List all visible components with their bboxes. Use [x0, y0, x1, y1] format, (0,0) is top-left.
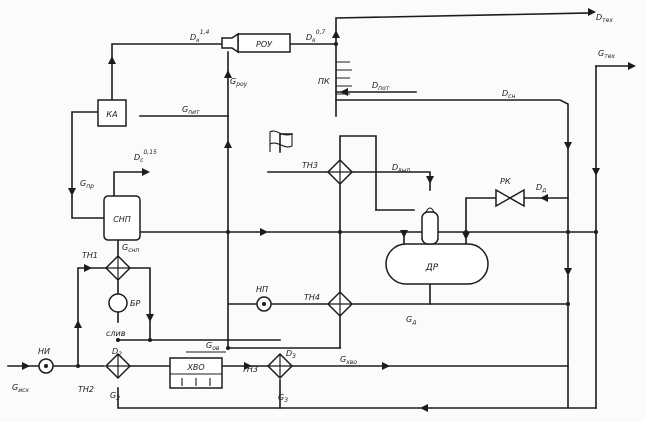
arrow-d-sn-down: [564, 142, 572, 150]
br-label: БР: [130, 299, 140, 308]
arrow-left-riser: [74, 320, 82, 328]
snp-label: СНП: [113, 215, 131, 224]
label-g-3: G3: [278, 393, 288, 404]
arrow-g-tex-down: [592, 168, 600, 176]
arrow-d-vyp: [426, 176, 434, 184]
left-riser: [77, 267, 107, 367]
label-d-sn: Dсн: [502, 89, 515, 100]
heat-exchanger-tn4: [326, 290, 354, 318]
heat-exchanger-tn3-bottom: [266, 352, 294, 380]
arrow-dr-right: [462, 232, 470, 240]
label-g-rou: Gроу: [230, 77, 248, 88]
arrow-right-down: [564, 268, 572, 276]
label-g-snp: Gснп: [122, 243, 139, 254]
junction-dots: [76, 42, 598, 368]
heat-exchanger-tn3-top: [326, 158, 354, 186]
arrow-to-tn1: [84, 264, 92, 272]
d-vyp-line: [351, 171, 431, 191]
dr-label: ДР: [425, 263, 439, 273]
label-d-k-07: Dк0,7: [306, 29, 326, 44]
flag-symbol: [269, 130, 293, 152]
arrow-dr-left: [400, 230, 408, 238]
tn2-label: ТН2: [78, 385, 94, 394]
flow-arrows: [22, 8, 636, 412]
label-d-2: D2: [112, 347, 122, 358]
tn4-label: ТН4: [304, 293, 320, 302]
label-d-vyp: Dвып: [392, 163, 410, 174]
tn1-label: ТН1: [82, 251, 98, 260]
steam-line-ka-rou: [111, 43, 223, 101]
arrow-d-c: [142, 168, 150, 176]
pk-stubs: [336, 61, 352, 95]
arrow-g-rou: [224, 70, 232, 78]
label-g-d: Gд: [406, 315, 416, 326]
np-label: НП: [256, 285, 268, 294]
arrow-d-pot: [340, 88, 348, 96]
tn3-bottom-label: ТН3: [242, 365, 258, 374]
arrow-g-tex: [628, 62, 636, 70]
label-d-c-015: Dс0,15: [134, 149, 157, 164]
arrow-xvo-out: [244, 362, 252, 370]
label-g-pr: Gпр: [80, 179, 94, 190]
arrow-inlet: [22, 362, 30, 370]
arrow-pk-up: [332, 30, 340, 38]
arrow-g-pr: [68, 188, 76, 196]
label-g-ish: Gисх: [12, 383, 29, 394]
rk-label: РК: [500, 177, 511, 186]
tn3-top-loop: [339, 135, 377, 211]
deaerator-dr: ДР: [385, 207, 489, 285]
pipelines: [7, 12, 631, 409]
arrow-ka-up: [108, 56, 116, 64]
label-d-d: Dд: [536, 183, 546, 194]
label-d-tex: Dтех: [596, 13, 613, 24]
arrow-main-232: [260, 228, 268, 236]
xvo-unit: ХВО: [169, 357, 223, 389]
np-pump: НП: [256, 285, 272, 312]
rou-label: РОУ: [256, 40, 273, 49]
steam-line-d-tex: [335, 12, 591, 45]
label-g-pit: Gпит: [182, 105, 200, 116]
ka-label: КА: [106, 110, 117, 119]
label-g-ov: Gов: [206, 341, 220, 352]
label-d-k-14: Dк1,4: [190, 29, 210, 44]
label-g-2: G2: [110, 391, 120, 402]
arrow-g-rou-2: [224, 140, 232, 148]
rk-to-dr: [465, 197, 497, 233]
label-sliv: слив: [106, 329, 126, 338]
tn3-top-label: ТН3: [302, 161, 318, 170]
tn3-top-left: [279, 133, 293, 153]
arrow-g-xvo: [382, 362, 390, 370]
label-g-xvo: Gхво: [340, 355, 357, 366]
ni-pump: НИ: [38, 347, 54, 374]
bottom-return-line: [117, 387, 597, 409]
pk-label: ПК: [318, 77, 330, 86]
heat-exchanger-tn2: [104, 352, 132, 380]
arrow-d-d: [540, 194, 548, 202]
label-d-3: D3: [286, 349, 296, 360]
label-d-pot: Dпот: [372, 81, 390, 92]
arrow-tn1-down: [146, 314, 154, 322]
br-unit: БР: [108, 293, 140, 313]
d-sn-line: [335, 99, 569, 409]
boiler-ka: КА: [97, 99, 127, 127]
snp-unit: СНП: [103, 195, 141, 241]
arrow-bottom: [420, 404, 428, 412]
rou-unit: РОУ: [221, 32, 291, 54]
heat-exchanger-tn1: [104, 254, 132, 282]
rk-valve: РК: [495, 177, 525, 208]
flow-labels: Dтех Gтех Dк1,4 Dк0,7 Gроу Gпит Dпот Dсн…: [12, 13, 615, 404]
g-pr-line: [71, 111, 105, 219]
arrow-d-tex: [588, 8, 596, 16]
label-g-tex: Gтех: [598, 49, 615, 60]
d-c-line: [113, 171, 147, 197]
ni-label: НИ: [38, 347, 50, 356]
xvo-label: ХВО: [186, 363, 204, 372]
